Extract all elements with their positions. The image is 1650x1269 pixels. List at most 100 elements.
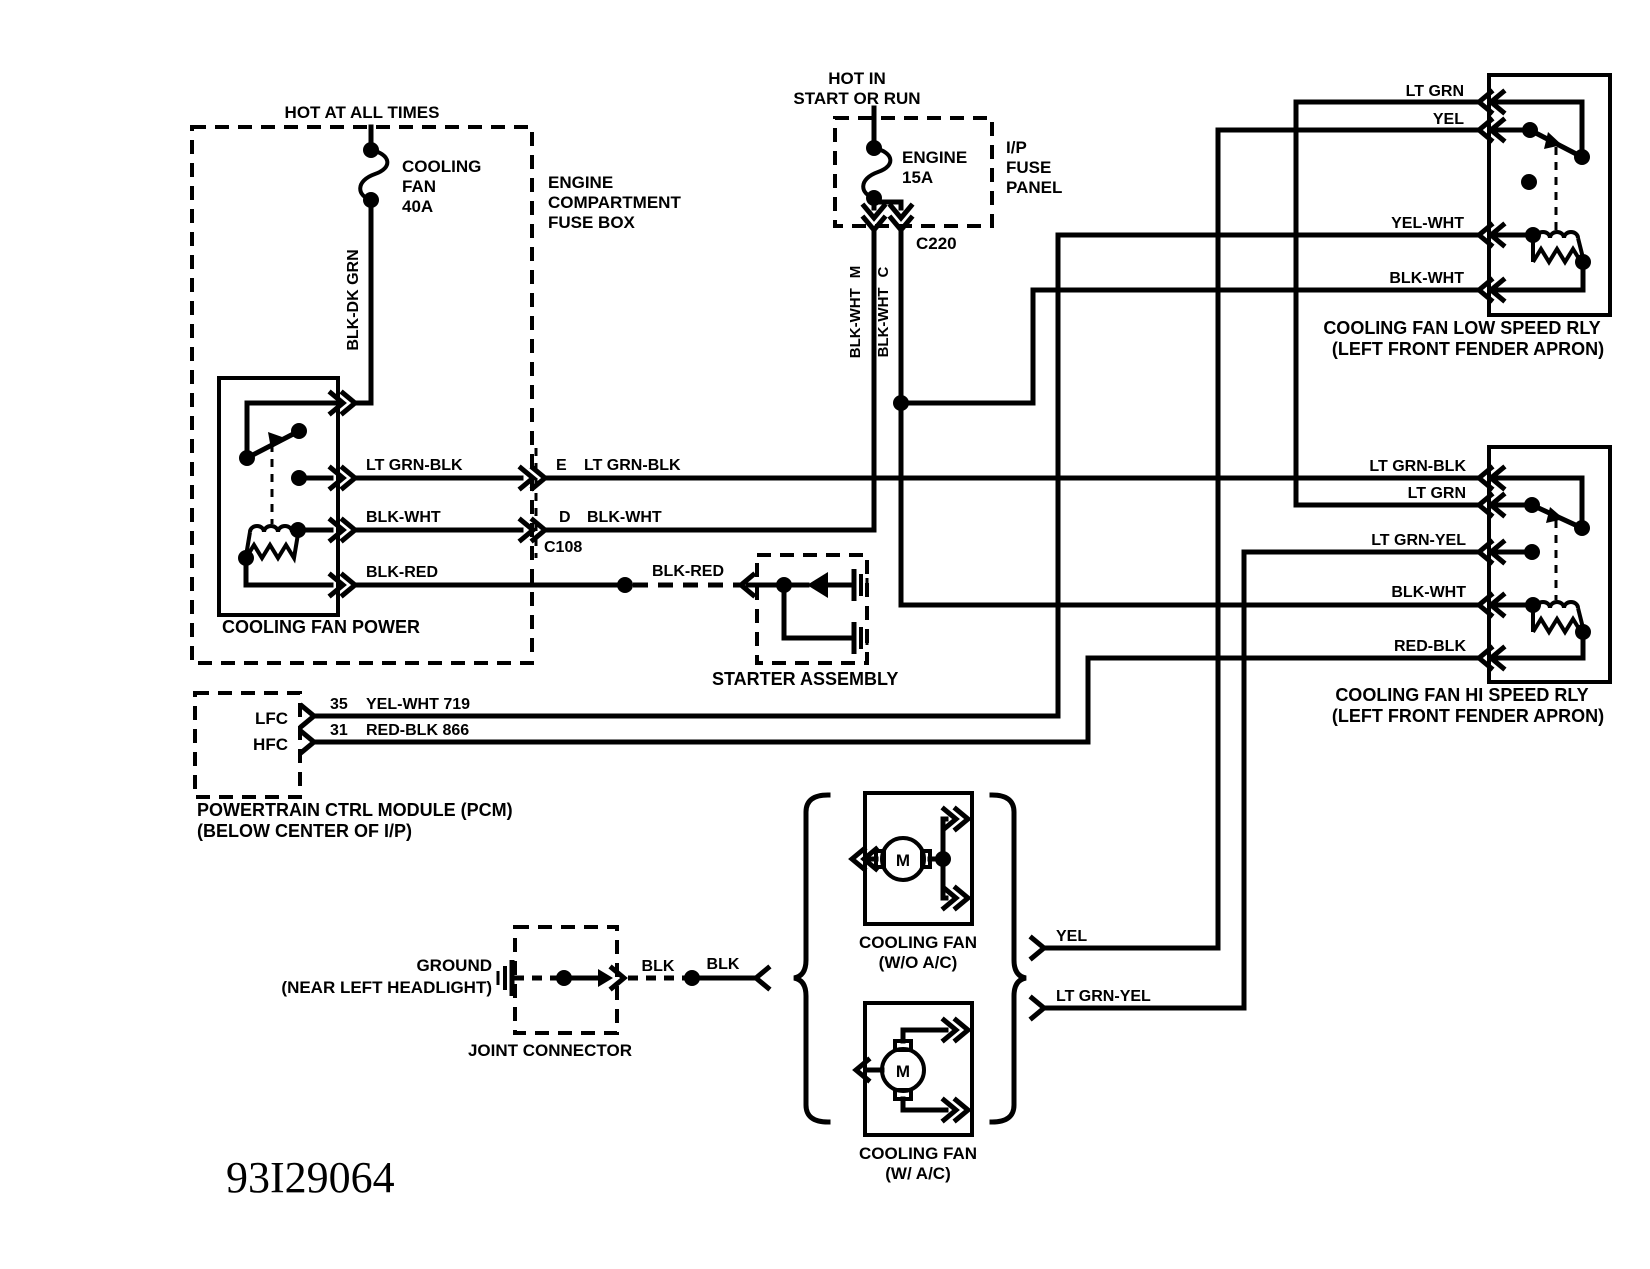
ground-label-line2: (NEAR LEFT HEADLIGHT) <box>281 978 492 997</box>
low-speed-relay-label-line2: (LEFT FRONT FENDER APRON) <box>1332 339 1604 359</box>
fan-no-ac-label-line2: (W/O A/C) <box>879 953 958 972</box>
c220-label: C220 <box>916 234 957 253</box>
wire-c-label: BLK-WHT <box>875 287 892 357</box>
connector-chevron-icon <box>327 516 359 544</box>
motor-icon: M <box>874 836 932 882</box>
connector-chevron-icon <box>940 1016 972 1044</box>
fuse-name-line1: COOLING <box>402 157 481 176</box>
ip-panel-outline <box>833 116 994 228</box>
connector-chevron-icon <box>327 389 359 417</box>
wire-blk-dk-grn: BLK-DK GRN <box>345 197 374 406</box>
hi-speed-relay-label-line1: COOLING FAN HI SPEED RLY <box>1335 685 1588 705</box>
hot-in-start-label-line2: START OR RUN <box>793 89 920 108</box>
pcm-outline <box>193 691 302 799</box>
connector-chevron-icon <box>852 1056 872 1084</box>
starter-label: STARTER ASSEMBLY <box>712 669 898 689</box>
svg-text:BLK-WHTM: BLK-WHT M <box>847 266 864 358</box>
wire-blk-wht-m: BLK-WHT M <box>847 227 877 533</box>
power-relay-outline <box>217 376 340 617</box>
pcm-pin-31: 31 <box>330 722 348 739</box>
connector-chevron-icon <box>848 845 880 873</box>
arrow-icon <box>1546 507 1564 523</box>
wire-d-label: BLK-WHT <box>587 509 662 526</box>
connector-chevron-icon <box>1475 491 1507 519</box>
connector-chevron-icon <box>1475 644 1507 672</box>
low-speed-relay-outline <box>1487 73 1612 317</box>
wire-blk-dk-grn-label: BLK-DK GRN <box>345 249 362 350</box>
wire-yel <box>1041 127 1483 951</box>
connector-chevron-icon <box>1475 464 1507 492</box>
engine-compartment-fuse-box: HOT AT ALL TIMES COOLING FAN 40A ENGINE … <box>190 103 681 665</box>
connector-c108: E LT GRN-BLK D BLK-WHT C108 <box>517 448 681 558</box>
wire-lt-grn <box>1293 99 1483 508</box>
wire-lt-grn-yel <box>1041 549 1483 1011</box>
fuse-box-name-line2: COMPARTMENT <box>548 193 681 212</box>
ground-icon <box>851 622 869 654</box>
svg-text:BLK-WHTC: BLK-WHTC <box>875 266 892 357</box>
relay-coil-icon <box>1492 227 1591 293</box>
wire-lt-grn-label: LT GRN <box>1408 485 1466 502</box>
motor-icon: M <box>880 1039 926 1101</box>
fuse-rating: 40A <box>402 197 433 216</box>
wire-m-label: BLK-WHT <box>847 288 864 358</box>
fan-feed-wires: YEL LT GRN-YEL <box>1028 928 1151 1022</box>
starter-assembly: STARTER ASSEMBLY <box>712 553 898 689</box>
brace-icon <box>989 792 1027 1125</box>
starter-outline <box>755 553 869 665</box>
ip-panel-name-line2: FUSE <box>1006 158 1051 177</box>
connector-chevron-icon <box>1475 276 1507 304</box>
wire-lt-grn-blk-label: LT GRN-BLK <box>366 457 463 474</box>
ip-fuse-panel: HOT IN START OR RUN ENGINE 15A I/P FUSE … <box>793 69 1062 253</box>
pcm-label-line1: POWERTRAIN CTRL MODULE (PCM) <box>197 800 513 820</box>
fuse-box-outline <box>190 125 534 665</box>
brace-icon <box>793 792 831 1125</box>
connector-chevron-icon <box>1475 221 1507 249</box>
wire-lt-grn-yel-label: LT GRN-YEL <box>1371 532 1466 549</box>
fan-no-ac-label-line1: COOLING FAN <box>859 933 977 952</box>
ground-icon <box>851 569 869 601</box>
pin-d-label: D <box>559 509 571 526</box>
fuse-icon <box>861 138 893 208</box>
wire-yel-wht-719-label: YEL-WHT 719 <box>366 696 470 713</box>
pin-e-label: E <box>556 457 567 474</box>
joint-connector-outline <box>513 925 619 1035</box>
cooling-fan-no-ac: M COOLING FAN (W/O A/C) <box>848 791 977 972</box>
pin-m-label: M <box>847 266 864 279</box>
engine-fuse-name: ENGINE <box>902 148 967 167</box>
fan-ac-label-line1: COOLING FAN <box>859 1144 977 1163</box>
pcm-pin-hfc: HFC <box>253 735 288 754</box>
wire-red-blk-866-label: RED-BLK 866 <box>366 722 469 739</box>
motor-letter: M <box>896 1062 910 1081</box>
wire-blk-wht-label: BLK-WHT <box>366 509 441 526</box>
wire-red-blk-866 <box>311 655 1483 745</box>
joint-connector-label: JOINT CONNECTOR <box>468 1041 632 1060</box>
ground-circuit: GROUND (NEAR LEFT HEADLIGHT) JOINT CONNE… <box>281 925 772 1060</box>
connector-chevron-icon <box>1028 934 1048 962</box>
relay-coil-icon <box>1492 597 1591 661</box>
wire-blk-red: BLK-RED BLK-RED <box>352 563 741 593</box>
wire-yel-label: YEL <box>1433 111 1464 128</box>
relay-switch-icon <box>1492 475 1590 600</box>
hot-in-start-label-line1: HOT IN <box>828 69 886 88</box>
wire-blk-wht-c: BLK-WHTC <box>875 227 1483 608</box>
wire-blk-red-label: BLK-RED <box>366 564 438 581</box>
fuse-box-name-line3: FUSE BOX <box>548 213 636 232</box>
connector-chevron-icon <box>1028 994 1048 1022</box>
ip-panel-name-line1: I/P <box>1006 138 1027 157</box>
c108-label: C108 <box>544 539 582 556</box>
cooling-fan-power-relay: COOLING FAN POWER <box>217 376 420 637</box>
pcm-pin-lfc: LFC <box>255 709 288 728</box>
arrow-icon <box>1544 132 1562 149</box>
connector-chevron-icon <box>752 964 772 992</box>
connector-chevron-icon <box>327 571 359 599</box>
power-relay-label: COOLING FAN POWER <box>222 617 420 637</box>
connector-chevron-icon <box>517 464 549 492</box>
relay-switch-icon <box>239 400 341 524</box>
fuse-name-line2: FAN <box>402 177 436 196</box>
wire-e-label: LT GRN-BLK <box>584 457 681 474</box>
hi-speed-relay-outline <box>1487 445 1612 684</box>
relay-switch-icon <box>1492 99 1590 230</box>
cooling-fan-hi-speed-relay: LT GRN-BLK LT GRN LT GRN-YEL BLK-WHT RED… <box>1332 445 1612 726</box>
